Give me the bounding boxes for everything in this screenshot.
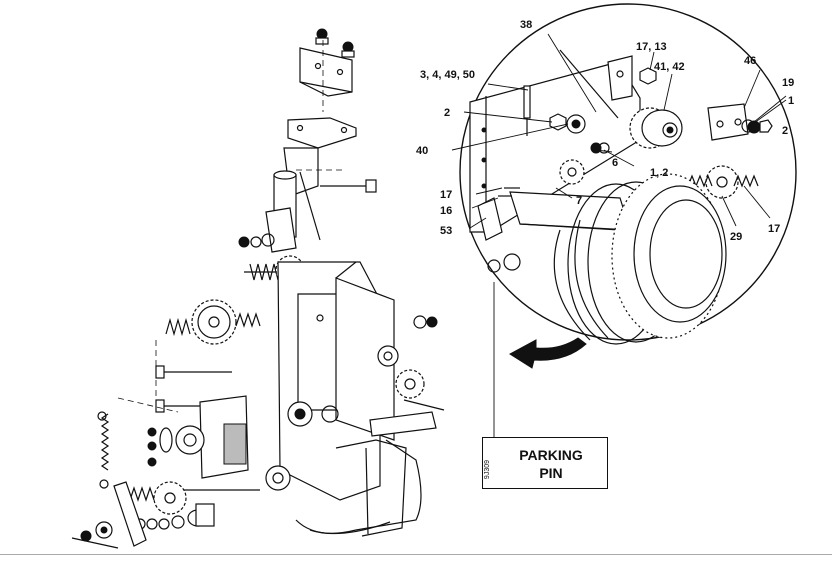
lever-arm <box>113 481 147 547</box>
lower-sprocket <box>129 481 187 515</box>
leader-lines <box>451 33 787 229</box>
callout-38: 38 <box>520 19 532 31</box>
callout-2-right: 2 <box>782 125 788 137</box>
nut-17-13 <box>639 67 657 85</box>
sprocket-29 <box>687 165 759 199</box>
sprocket-41-42 <box>629 107 683 149</box>
parking-pin-label: PARKING PIN <box>501 446 601 482</box>
right-side-axle <box>265 315 445 491</box>
detail-view: 38 17, 13 3, 4, 49, 50 41, 42 46 19 1 2 … <box>416 3 797 345</box>
bottom-washers <box>71 503 215 549</box>
parking-pin-line2: PIN <box>539 465 563 481</box>
callout-6: 6 <box>612 157 618 169</box>
callout-53: 53 <box>440 225 452 237</box>
document-code: 9J309 <box>484 460 491 480</box>
callout-19: 19 <box>782 77 794 89</box>
callout-17-right: 17 <box>768 223 780 235</box>
callout-16: 16 <box>440 205 452 217</box>
left-large-sprocket <box>165 299 261 345</box>
callout-17-left: 17 <box>440 189 452 201</box>
callout-1-right: 1 <box>788 95 794 107</box>
top-bolts <box>315 28 355 58</box>
parking-pin-label-box: PARKING PIN <box>482 437 608 489</box>
callout-2-left: 2 <box>444 107 450 119</box>
callout-41-42: 41, 42 <box>654 61 685 73</box>
callout-40: 40 <box>416 145 428 157</box>
callout-46: 46 <box>744 55 756 67</box>
detail-wheels <box>553 173 727 345</box>
bottom-divider <box>0 554 832 555</box>
parking-pin-line1: PARKING <box>519 447 583 463</box>
washer-stack-upper <box>238 233 275 248</box>
callout-labels: 38 17, 13 3, 4, 49, 50 41, 42 46 19 1 2 … <box>416 19 794 243</box>
rotation-arrow <box>509 337 587 369</box>
hardware-lower-left <box>147 425 205 467</box>
tension-spring <box>97 411 110 489</box>
angle-bracket <box>287 117 357 149</box>
press-wheels <box>295 439 422 537</box>
bracket-46 <box>707 103 749 141</box>
callout-7: 7 <box>576 195 582 207</box>
callout-29: 29 <box>730 231 742 243</box>
main-assembly <box>71 28 445 549</box>
callout-3-4-49-50: 3, 4, 49, 50 <box>420 69 475 81</box>
callout-1-2: 1, 2 <box>650 167 668 179</box>
part-53 <box>477 197 503 241</box>
callout-17-13: 17, 13 <box>636 41 667 53</box>
